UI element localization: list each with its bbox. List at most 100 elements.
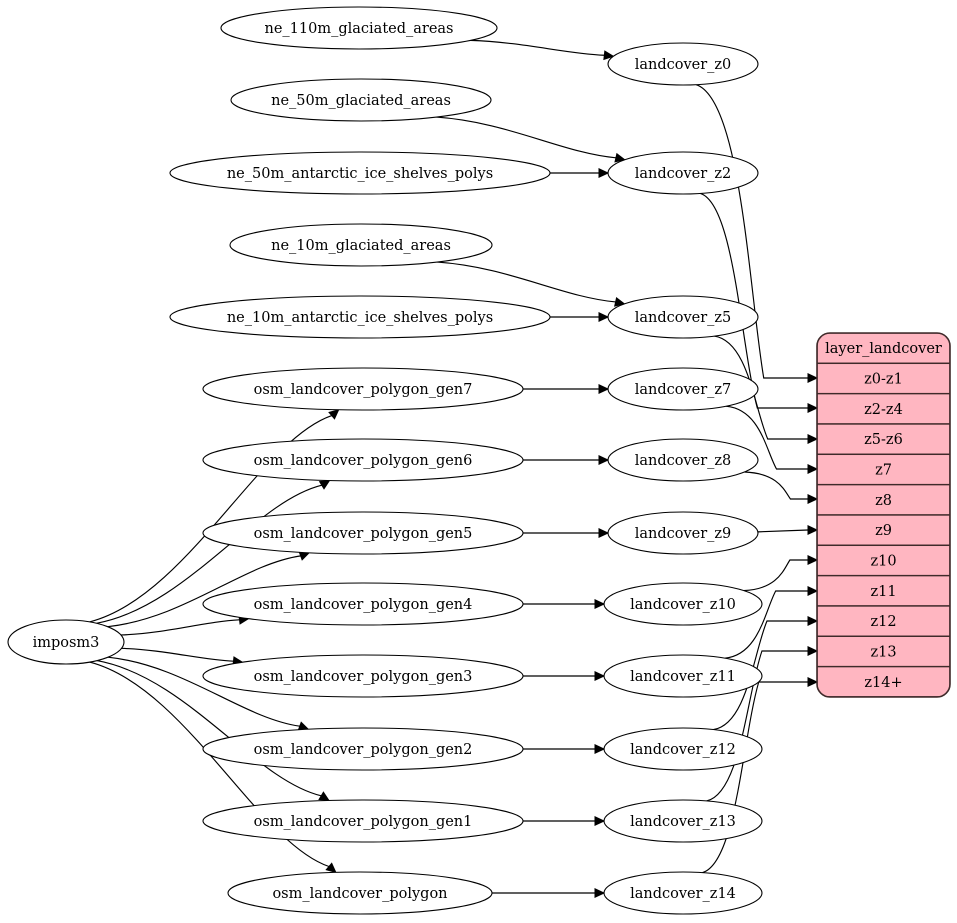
edge-imposm3-to-osm_landcover_polygon bbox=[89, 661, 330, 868]
edge-ne_10m_glaciated_areas-to-landcover_z5 bbox=[437, 261, 616, 303]
edge-landcover_z11-to-z11 bbox=[724, 590, 808, 659]
node-ellipse bbox=[603, 871, 763, 915]
table-header-cell[interactable] bbox=[817, 333, 950, 365]
table-row-cell[interactable] bbox=[817, 605, 950, 637]
table-row-cell[interactable] bbox=[817, 423, 950, 456]
edge-osm_landcover_polygon_gen2-to-landcover_z12-arrowhead bbox=[594, 744, 606, 754]
edge-imposm3-to-osm_landcover_polygon_gen3 bbox=[121, 647, 234, 662]
edge-imposm3-to-osm_landcover_polygon_gen2 bbox=[107, 656, 300, 727]
edge-ne_10m_glaciated_areas-to-landcover_z5-arrowhead bbox=[614, 296, 626, 307]
edge-landcover_z7-to-z7-arrowhead bbox=[807, 464, 819, 474]
node-osm_landcover_polygon_gen6[interactable]: osm_landcover_polygon_gen6 bbox=[202, 438, 524, 482]
table-row-cell[interactable] bbox=[817, 362, 950, 395]
table-row-cell[interactable] bbox=[817, 483, 950, 516]
edge-ne_50m_glaciated_areas-to-landcover_z2 bbox=[436, 116, 616, 159]
edge-osm_landcover_polygon_gen6-to-landcover_z8-arrowhead bbox=[598, 455, 610, 465]
node-landcover_z0[interactable]: landcover_z0 bbox=[607, 42, 759, 86]
edge-landcover_z9-to-z9-arrowhead bbox=[807, 525, 819, 535]
node-ellipse bbox=[607, 151, 759, 195]
edge-landcover_z5-to-z5-z6-arrowhead bbox=[807, 434, 819, 444]
edge-ne_110m_glaciated_areas-to-landcover_z0-arrowhead bbox=[603, 50, 615, 61]
node-landcover_z12[interactable]: landcover_z12 bbox=[603, 727, 763, 771]
edge-imposm3-to-osm_landcover_polygon_gen6-arrowhead bbox=[318, 479, 331, 490]
edge-osm_landcover_polygon_gen5-to-landcover_z9-arrowhead bbox=[598, 528, 610, 538]
nodes-layer: imposm3 ne_110m_glaciated_areas ne_50m_gla… bbox=[7, 6, 763, 915]
node-ellipse bbox=[202, 727, 524, 771]
node-landcover_z13[interactable]: landcover_z13 bbox=[603, 799, 763, 843]
node-ellipse bbox=[7, 619, 125, 665]
node-osm_landcover_polygon_gen2[interactable]: osm_landcover_polygon_gen2 bbox=[202, 727, 524, 771]
edge-landcover_z12-to-z12-arrowhead bbox=[807, 616, 819, 626]
node-ne_50m_glaciated_areas[interactable]: ne_50m_glaciated_areas bbox=[230, 78, 492, 122]
table-row-cell[interactable] bbox=[817, 635, 950, 668]
node-landcover_z14[interactable]: landcover_z14 bbox=[603, 871, 763, 915]
edge-landcover_z13-to-z13 bbox=[706, 650, 808, 802]
edge-landcover_z10-to-z10 bbox=[743, 559, 808, 592]
node-ellipse bbox=[603, 727, 763, 771]
node-osm_landcover_polygon_gen4[interactable]: osm_landcover_polygon_gen4 bbox=[202, 582, 524, 626]
node-ne_110m_glaciated_areas[interactable]: ne_110m_glaciated_areas bbox=[220, 6, 498, 50]
table-row-cell[interactable] bbox=[817, 392, 950, 425]
node-ellipse bbox=[603, 654, 763, 698]
node-landcover_z8[interactable]: landcover_z8 bbox=[607, 438, 759, 482]
edge-osm_landcover_polygon-to-landcover_z14-arrowhead bbox=[594, 888, 606, 898]
node-ne_10m_glaciated_areas[interactable]: ne_10m_glaciated_areas bbox=[229, 223, 493, 267]
edge-imposm3-to-osm_landcover_polygon-arrowhead bbox=[325, 862, 337, 874]
node-ellipse bbox=[202, 438, 524, 482]
edge-imposm3-to-osm_landcover_polygon_gen4 bbox=[120, 619, 240, 636]
node-landcover_z7[interactable]: landcover_z7 bbox=[607, 367, 759, 411]
edge-osm_landcover_polygon_gen1-to-landcover_z13-arrowhead bbox=[594, 816, 606, 826]
table-row-cell[interactable] bbox=[817, 514, 950, 547]
node-landcover_z5[interactable]: landcover_z5 bbox=[607, 295, 759, 339]
edge-imposm3-to-osm_landcover_polygon_gen6 bbox=[96, 484, 322, 624]
node-ellipse bbox=[202, 654, 524, 698]
edge-landcover_z7-to-z7 bbox=[725, 405, 808, 470]
node-ellipse bbox=[607, 367, 759, 411]
node-osm_landcover_polygon[interactable]: osm_landcover_polygon bbox=[227, 871, 493, 915]
node-ne_50m_antarctic_ice_shelves_polys[interactable]: ne_50m_antarctic_ice_shelves_polys bbox=[169, 151, 551, 195]
node-osm_landcover_polygon_gen1[interactable]: osm_landcover_polygon_gen1 bbox=[202, 799, 524, 843]
edge-landcover_z10-to-z10-arrowhead bbox=[807, 555, 819, 565]
node-ellipse bbox=[229, 223, 493, 267]
edge-osm_landcover_polygon_gen3-to-landcover_z11-arrowhead bbox=[594, 671, 606, 681]
edge-imposm3-to-osm_landcover_polygon_gen7 bbox=[89, 415, 332, 623]
node-imposm3[interactable]: imposm3 bbox=[7, 619, 125, 665]
edge-ne_50m_antarctic_ice_shelves_polys-to-landcover_z2-arrowhead bbox=[598, 168, 610, 178]
node-ellipse bbox=[607, 511, 759, 555]
edge-landcover_z14-to-z14+ bbox=[702, 681, 808, 874]
node-ellipse bbox=[169, 151, 551, 195]
edge-imposm3-to-osm_landcover_polygon_gen1-arrowhead bbox=[318, 791, 330, 802]
node-ellipse bbox=[607, 42, 759, 86]
edge-imposm3-to-osm_landcover_polygon_gen7-arrowhead bbox=[328, 408, 340, 420]
table-row-cell[interactable] bbox=[817, 453, 950, 486]
node-ellipse bbox=[202, 799, 524, 843]
edge-landcover_z0-to-z0-z1 bbox=[695, 84, 808, 379]
edge-landcover_z2-to-z2-z4-arrowhead bbox=[807, 403, 819, 413]
node-osm_landcover_polygon_gen5[interactable]: osm_landcover_polygon_gen5 bbox=[202, 511, 524, 555]
edge-imposm3-to-osm_landcover_polygon_gen1 bbox=[96, 660, 322, 797]
node-ellipse bbox=[607, 295, 759, 339]
edge-ne_50m_glaciated_areas-to-landcover_z2-arrowhead bbox=[614, 152, 626, 163]
node-landcover_z10[interactable]: landcover_z10 bbox=[603, 582, 763, 626]
table-row-cell[interactable] bbox=[817, 574, 950, 607]
node-ellipse bbox=[230, 78, 492, 122]
node-landcover_z2[interactable]: landcover_z2 bbox=[607, 151, 759, 195]
node-ellipse bbox=[169, 295, 551, 339]
node-ne_10m_antarctic_ice_shelves_polys[interactable]: ne_10m_antarctic_ice_shelves_polys bbox=[169, 295, 551, 339]
node-ellipse bbox=[603, 799, 763, 843]
node-osm_landcover_polygon_gen7[interactable]: osm_landcover_polygon_gen7 bbox=[202, 367, 524, 411]
node-landcover_z9[interactable]: landcover_z9 bbox=[607, 511, 759, 555]
node-landcover_z11[interactable]: landcover_z11 bbox=[603, 654, 763, 698]
edge-imposm3-to-osm_landcover_polygon_gen5 bbox=[107, 555, 301, 628]
node-ellipse bbox=[227, 871, 493, 915]
table-row-cell[interactable] bbox=[817, 665, 950, 697]
node-ellipse bbox=[603, 582, 763, 626]
table-row-cell[interactable] bbox=[817, 544, 950, 577]
table-cells bbox=[817, 333, 950, 697]
node-osm_landcover_polygon_gen3[interactable]: osm_landcover_polygon_gen3 bbox=[202, 654, 524, 698]
edge-landcover_z8-to-z8 bbox=[744, 471, 808, 500]
edge-landcover_z13-to-z13-arrowhead bbox=[807, 646, 819, 656]
edge-landcover_z0-to-z0-z1-arrowhead bbox=[807, 373, 819, 383]
